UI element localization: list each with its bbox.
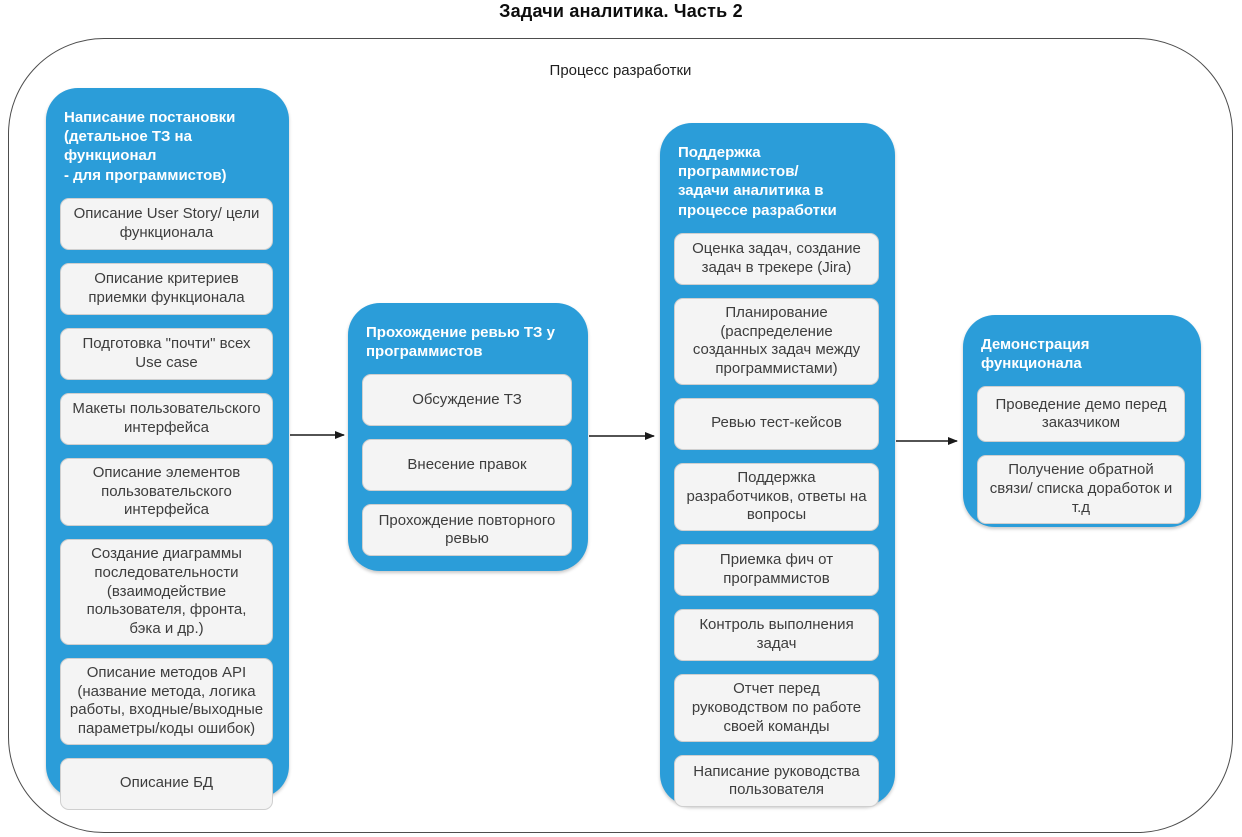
stage-column-demo: Демонстрация функционала Проведение демо… [963, 315, 1201, 527]
task-card: Создание диаграммы последовательности (в… [60, 539, 273, 645]
task-card: Макеты пользовательского интерфейса [60, 392, 273, 445]
stage-title-specification: Написание постановки (детальное ТЗ на фу… [64, 109, 236, 184]
task-card: Прохождение повторного ревью [362, 504, 572, 557]
task-card: Поддержка разработчиков, ответы на вопро… [674, 462, 879, 531]
task-card: Контроль выполнения задач [674, 609, 879, 661]
process-container-label: Процесс разработки [549, 62, 692, 79]
card-list: Оценка задач, создание задач в трекере (… [674, 232, 879, 808]
card-list: Описание User Story/ цели функционала Оп… [60, 197, 273, 810]
task-card: Обсуждение ТЗ [362, 374, 572, 427]
task-card: Планирование (распределение созданных за… [674, 297, 879, 385]
task-card: Описание критериев приемки функционала [60, 262, 273, 315]
card-list: Обсуждение ТЗ Внесение правок Прохождени… [362, 374, 572, 557]
task-card: Приемка фич от программистов [674, 544, 879, 596]
card-list: Проведение демо перед заказчиком Получен… [977, 386, 1185, 524]
stage-title-demo: Демонстрация функционала [981, 336, 1090, 373]
task-card: Подготовка "почти" всех Use case [60, 327, 273, 380]
task-card: Внесение правок [362, 439, 572, 492]
stage-title-review: Прохождение ревью ТЗ у программистов [366, 324, 555, 361]
task-card: Получение обратной связи/ списка доработ… [977, 455, 1185, 524]
stage-column-support: Поддержка программистов/ задачи аналитик… [660, 123, 895, 808]
task-card: Ревью тест-кейсов [674, 397, 879, 450]
stage-column-review: Прохождение ревью ТЗ у программистов Обс… [348, 303, 588, 571]
task-card: Описание элементов пользовательского инт… [60, 457, 273, 526]
task-card: Отчет перед руководством по работе своей… [674, 674, 879, 743]
task-card: Написание руководства пользователя [674, 755, 879, 808]
task-card: Оценка задач, создание задач в трекере (… [674, 232, 879, 285]
stage-column-specification: Написание постановки (детальное ТЗ на фу… [46, 88, 289, 810]
task-card: Проведение демо перед заказчиком [977, 386, 1185, 443]
task-card: Описание методов API (название метода, л… [60, 657, 273, 745]
page-title: Задачи аналитика. Часть 2 [499, 1, 743, 21]
stage-title-support: Поддержка программистов/ задачи аналитик… [678, 144, 837, 219]
task-card: Описание User Story/ цели функционала [60, 197, 273, 250]
task-card: Описание БД [60, 757, 273, 810]
